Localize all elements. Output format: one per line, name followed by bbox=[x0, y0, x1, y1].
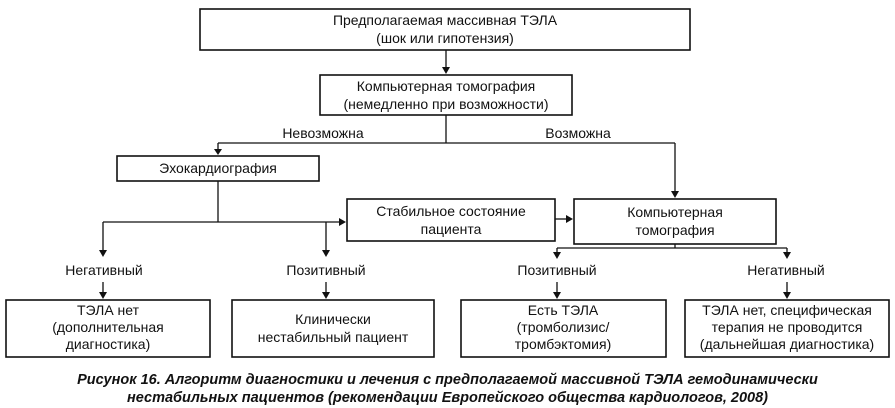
node-suspected-pe-line-1: Предполагаемая массивная ТЭЛА bbox=[333, 12, 558, 28]
arrowhead-positive-right bbox=[553, 252, 561, 259]
arrowhead-echo bbox=[214, 149, 222, 155]
node-pe-yes-line-1: Есть ТЭЛА bbox=[528, 302, 599, 318]
node-stable-line-1: Стабильное состояние bbox=[376, 203, 526, 219]
node-suspected-pe: Предполагаемая массивная ТЭЛА (шок или г… bbox=[199, 8, 691, 51]
arrowhead-negative-left bbox=[99, 250, 107, 257]
node-no-pe-1-line-3: диагностика) bbox=[66, 336, 151, 352]
figure-caption-line-2: нестабильных пациентов (рекомендации Евр… bbox=[127, 390, 768, 406]
arrowhead-ct-right bbox=[671, 191, 679, 198]
node-no-pe-2: ТЭЛА нет, специфическая терапия не прово… bbox=[684, 299, 890, 358]
node-echo: Эхокардиография bbox=[116, 155, 320, 182]
node-stable-line-2: пациента bbox=[421, 221, 482, 237]
connectors bbox=[99, 50, 791, 299]
node-unstable: Клинически нестабильный пациент bbox=[231, 299, 435, 358]
node-ct-top-line-1: Компьютерная томография bbox=[357, 78, 536, 94]
edge-label-negative-right: Негативный bbox=[747, 262, 824, 278]
edge-label-possible: Возможна bbox=[545, 125, 611, 141]
arrowhead-unstable bbox=[322, 292, 330, 299]
arrowhead-pe-yes bbox=[553, 292, 561, 299]
node-pe-yes-line-2: (тромболизис/ bbox=[517, 319, 610, 335]
arrowhead-stable bbox=[339, 218, 346, 226]
arrowhead-no-pe-1 bbox=[99, 292, 107, 299]
arrowhead-negative-right bbox=[783, 252, 791, 259]
node-ct-top: Компьютерная томография (немедленно при … bbox=[319, 74, 573, 116]
node-ct-right-line-1: Компьютерная bbox=[627, 204, 723, 220]
arrowhead-ct-top bbox=[442, 67, 450, 74]
node-ct-top-line-2: (немедленно при возможности) bbox=[344, 96, 549, 112]
node-no-pe-1: ТЭЛА нет (дополнительная диагностика) bbox=[5, 299, 211, 358]
node-stable: Стабильное состояние пациента bbox=[346, 198, 556, 242]
edge-label-positive-left: Позитивный bbox=[286, 262, 365, 278]
node-echo-line-1: Эхокардиография bbox=[159, 160, 277, 176]
node-no-pe-2-line-1: ТЭЛА нет, специфическая bbox=[702, 302, 872, 318]
node-no-pe-2-line-3: (дальнейшая диагностика) bbox=[700, 336, 874, 352]
node-no-pe-1-line-2: (дополнительная bbox=[52, 319, 164, 335]
node-unstable-line-1: Клинически bbox=[295, 311, 371, 327]
arrowhead-stable-to-ct bbox=[566, 215, 573, 223]
arrowhead-positive-left bbox=[322, 250, 330, 257]
node-pe-yes: Есть ТЭЛА (тромболизис/ тромбэктомия) bbox=[460, 299, 667, 358]
node-no-pe-1-line-1: ТЭЛА нет bbox=[77, 302, 140, 318]
node-pe-yes-line-3: тромбэктомия) bbox=[515, 336, 611, 352]
arrowhead-no-pe-2 bbox=[783, 292, 791, 299]
node-no-pe-2-line-2: терапия не проводится bbox=[712, 319, 863, 335]
edge-label-impossible: Невозможна bbox=[282, 125, 364, 141]
figure-caption-line-1: Рисунок 16. Алгоритм диагностики и лечен… bbox=[77, 372, 818, 388]
node-ct-right: Компьютерная томография bbox=[573, 198, 777, 245]
node-unstable-line-2: нестабильный пациент bbox=[258, 329, 409, 345]
node-ct-right-line-2: томография bbox=[635, 222, 714, 238]
node-suspected-pe-line-2: (шок или гипотензия) bbox=[376, 30, 514, 46]
edge-label-negative-left: Негативный bbox=[65, 262, 142, 278]
figure-caption: Рисунок 16. Алгоритм диагностики и лечен… bbox=[0, 371, 895, 407]
edge-label-positive-right: Позитивный bbox=[517, 262, 596, 278]
edge-labels: Невозможна Возможна Негативный Позитивны… bbox=[65, 125, 824, 278]
